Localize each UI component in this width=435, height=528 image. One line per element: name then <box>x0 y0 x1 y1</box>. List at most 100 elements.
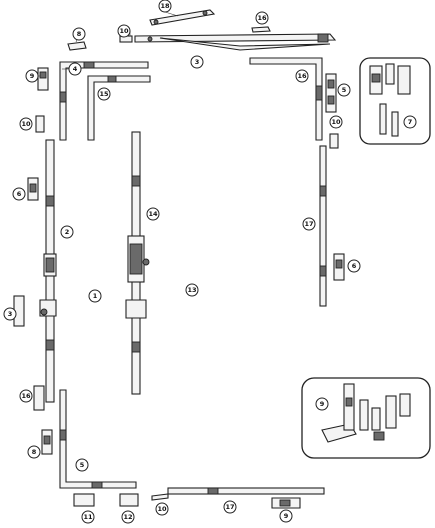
part-hinge-bottom <box>271 497 301 509</box>
part-pin-bottom <box>151 493 169 501</box>
part-bottom-bar <box>167 487 325 495</box>
callout-number: 10 <box>331 118 341 126</box>
callout-circle <box>337 83 351 97</box>
callout-number: 8 <box>32 448 37 456</box>
callout-circle <box>75 458 89 472</box>
callout-circle <box>60 225 74 239</box>
callout-15: 15 <box>97 87 111 101</box>
callout-number: 12 <box>123 513 132 521</box>
callout-circle <box>255 11 269 25</box>
callout-circle <box>155 502 169 516</box>
callout-circle <box>146 207 160 221</box>
callout-number: 10 <box>21 120 31 128</box>
part-bracket-top <box>67 41 87 51</box>
callout-circle <box>88 289 102 303</box>
callout-10-bottom: 10 <box>155 502 169 516</box>
callout-number: 5 <box>80 461 85 469</box>
part-keeper-left <box>35 115 45 133</box>
part-hinge-right <box>325 73 337 113</box>
part-corner-drive-inner <box>87 75 151 141</box>
callout-circle <box>81 510 95 524</box>
part-keep-left <box>27 177 39 201</box>
callout-circle <box>329 115 343 129</box>
part-espagnolette-middle <box>125 131 150 395</box>
callout-3-left: 3 <box>3 307 17 321</box>
callout-circle <box>19 389 33 403</box>
callout-17-bottom: 17 <box>223 500 237 514</box>
part-keeper-bottom-11 <box>73 493 95 507</box>
callout-number: 11 <box>83 513 93 521</box>
callout-circle <box>121 510 135 524</box>
callout-circle <box>117 24 131 38</box>
callout-circle <box>315 397 329 411</box>
callout-3-top: 3 <box>190 55 204 69</box>
callout-16-right: 16 <box>295 69 309 83</box>
callout-circle <box>302 217 316 231</box>
callout-9-bottom: 9 <box>279 509 293 523</box>
callout-circle <box>97 87 111 101</box>
callout-9-left: 9 <box>25 69 39 83</box>
part-roller-left <box>33 385 45 411</box>
callout-9-inset: 9 <box>315 397 329 411</box>
callout-number: 18 <box>160 2 170 10</box>
part-hinge-left-bottom <box>41 429 53 455</box>
callout-circle <box>27 445 41 459</box>
part-stay-arm <box>149 9 216 26</box>
callout-circle <box>3 307 17 321</box>
callout-number: 3 <box>8 310 13 318</box>
callout-number: 2 <box>65 228 70 236</box>
part-clip-top <box>251 26 271 33</box>
callout-number: 16 <box>257 14 267 22</box>
callout-number: 3 <box>195 58 200 66</box>
part-scissor-stay <box>134 33 337 51</box>
part-keep-right <box>333 253 345 281</box>
callout-8-top: 8 <box>72 27 86 41</box>
inset-box-9 <box>301 377 431 459</box>
callout-number: 7 <box>408 118 413 126</box>
callout-10-left: 10 <box>19 117 33 131</box>
callout-16-top: 16 <box>255 11 269 25</box>
callout-number: 16 <box>297 72 307 80</box>
callout-number: 15 <box>99 90 109 98</box>
callout-circle <box>223 500 237 514</box>
callout-number: 5 <box>342 86 347 94</box>
callout-circle <box>12 187 26 201</box>
part-corner-drive-top-left <box>59 61 149 141</box>
callout-circle <box>25 69 39 83</box>
callout-circle <box>19 117 33 131</box>
callout-number: 6 <box>352 262 357 270</box>
part-gearbox-left <box>13 295 57 327</box>
callout-number: 10 <box>119 27 129 35</box>
callout-6-left: 6 <box>12 187 26 201</box>
callout-number: 17 <box>225 503 234 511</box>
callout-8-left: 8 <box>27 445 41 459</box>
part-corner-drive-bottom-left <box>59 389 137 489</box>
part-hinge-left-top <box>37 67 49 91</box>
callout-number: 8 <box>77 30 82 38</box>
callout-number: 16 <box>21 392 31 400</box>
callout-circle <box>72 27 86 41</box>
callout-circle <box>295 69 309 83</box>
part-espagnolette-right <box>319 145 327 307</box>
callout-number: 1 <box>93 292 98 300</box>
callout-circle <box>279 509 293 523</box>
callout-circle <box>68 62 82 76</box>
callout-number: 13 <box>187 286 196 294</box>
callout-1: 1 <box>88 289 102 303</box>
callout-7: 7 <box>403 115 417 129</box>
callout-number: 4 <box>73 65 78 73</box>
callout-13: 13 <box>185 283 199 297</box>
callout-10-right: 10 <box>329 115 343 129</box>
callout-10-top: 10 <box>117 24 131 38</box>
callout-circle <box>347 259 361 273</box>
callout-11: 11 <box>81 510 95 524</box>
callout-circle <box>185 283 199 297</box>
callout-circle <box>403 115 417 129</box>
callout-16-left: 16 <box>19 389 33 403</box>
inset-box-7 <box>359 57 431 145</box>
part-keeper-bottom-12 <box>119 493 139 507</box>
callout-number: 9 <box>284 512 289 520</box>
